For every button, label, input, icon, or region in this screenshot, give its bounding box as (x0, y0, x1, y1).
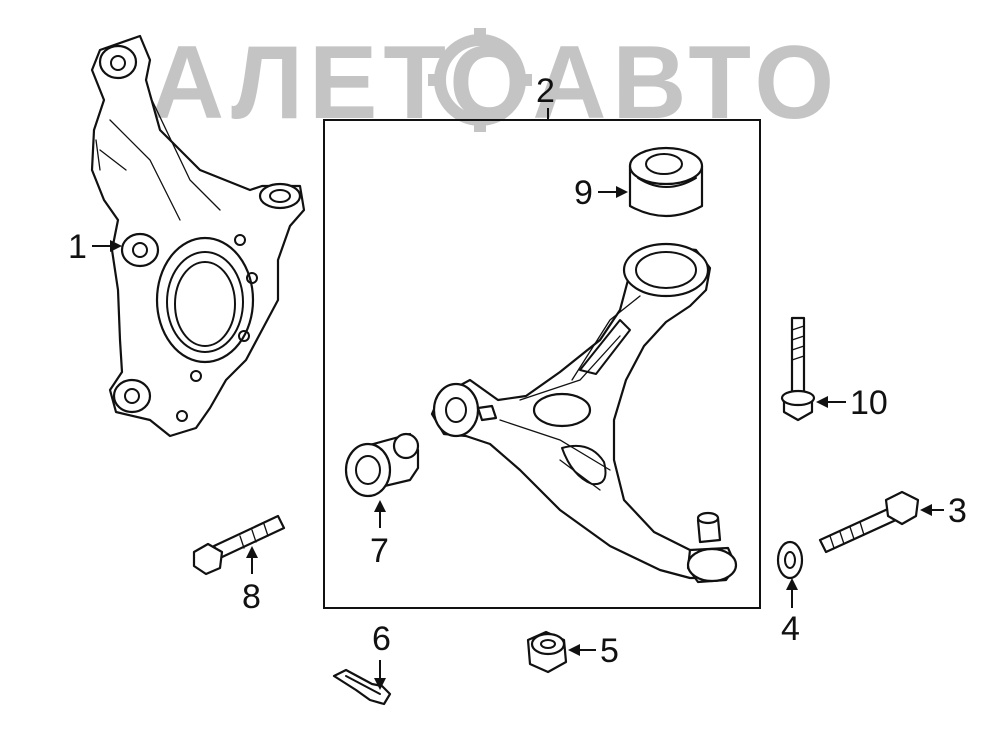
front-bushing (344, 432, 420, 498)
cotter-pin (332, 668, 392, 706)
steering-knuckle (90, 34, 306, 438)
callout-6: 6 (372, 620, 391, 658)
callout-10: 10 (850, 384, 888, 422)
callout-4: 4 (781, 610, 800, 648)
callout-9: 9 (574, 174, 593, 212)
leader-lines (92, 108, 944, 690)
callout-7: 7 (370, 532, 389, 570)
callout-labels: 1 2 3 4 5 6 7 8 9 10 (68, 72, 967, 670)
bolt-10 (780, 316, 816, 422)
callout-5: 5 (600, 632, 619, 670)
rear-bushing (628, 146, 704, 217)
lower-control-arm (430, 242, 738, 584)
callout-3: 3 (948, 492, 967, 530)
washer (776, 540, 804, 580)
nut (526, 630, 568, 674)
callout-8: 8 (242, 578, 261, 616)
bolt-8 (192, 514, 286, 576)
assembly-box (323, 119, 761, 609)
watermark: АЛЕТОАВТО (150, 25, 834, 141)
callout-1: 1 (68, 228, 87, 266)
callout-2: 2 (536, 72, 555, 110)
bolt-3 (818, 490, 920, 554)
